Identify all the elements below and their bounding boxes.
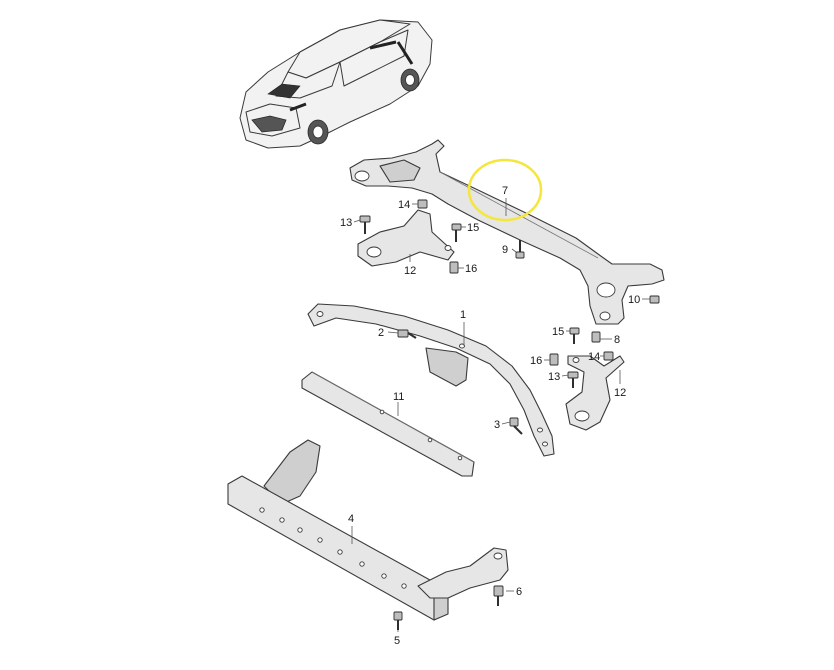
callout-labels: 1 2 3 4 5 6 7 8 9 10 11 12 12 13 13 14 1… (340, 185, 640, 647)
callout-11: 11 (393, 391, 404, 403)
left-bracket-12 (357, 209, 455, 267)
callout-6: 6 (516, 586, 522, 598)
callout-12-right: 12 (614, 387, 626, 399)
highlight-circle (467, 158, 543, 222)
callout-12-left: 12 (404, 265, 416, 277)
callout-13-right: 13 (548, 371, 560, 383)
callout-16-left: 16 (465, 263, 477, 275)
callout-13-left: 13 (340, 217, 352, 229)
callout-14-left: 14 (398, 199, 410, 211)
callout-10: 10 (628, 294, 640, 306)
callout-4: 4 (348, 513, 354, 525)
callout-2: 2 (378, 327, 384, 339)
right-bracket-12 (565, 355, 625, 431)
callout-5: 5 (394, 635, 400, 647)
curved-beam (307, 303, 555, 457)
car-illustration (239, 19, 433, 149)
callout-16-right: 16 (530, 355, 542, 367)
frame-holes (259, 507, 407, 589)
callout-1: 1 (460, 309, 466, 321)
callout-9: 9 (502, 244, 508, 256)
leader-lines (351, 198, 650, 632)
flat-rail (301, 371, 475, 477)
callout-7: 7 (502, 185, 508, 197)
callout-8: 8 (614, 334, 620, 346)
callout-14-right: 14 (588, 351, 600, 363)
callout-3: 3 (494, 419, 500, 431)
upper-cross-member (349, 139, 665, 325)
callout-15-left: 15 (467, 222, 479, 234)
callout-15-right: 15 (552, 326, 564, 338)
lower-frame (227, 439, 509, 621)
